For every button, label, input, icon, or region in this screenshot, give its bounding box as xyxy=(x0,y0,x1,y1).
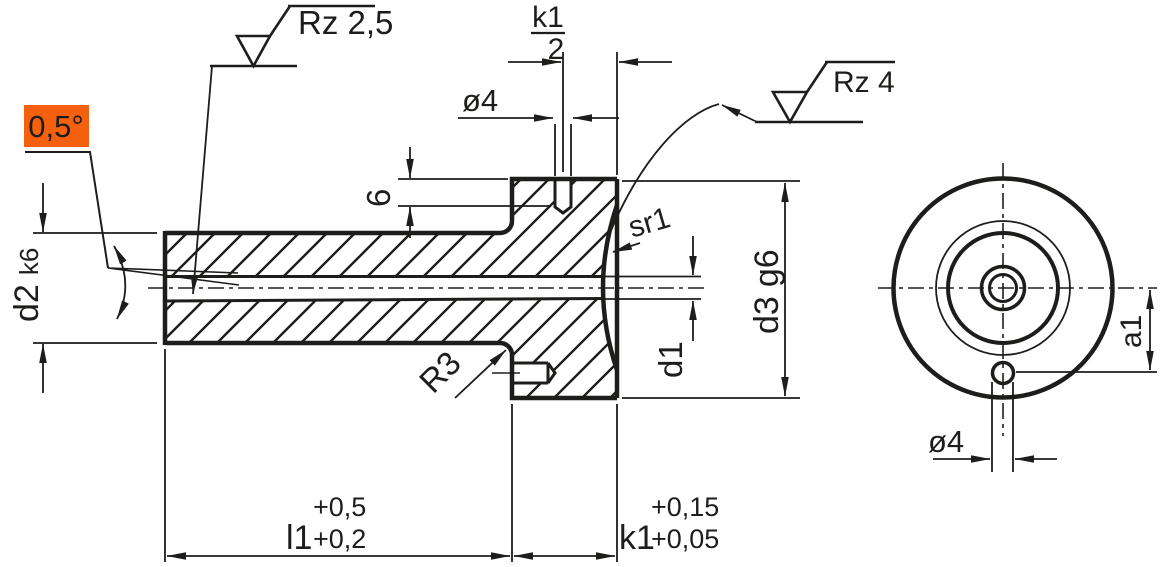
symbol-flag xyxy=(805,60,895,93)
k1-tol-upper: +0,15 xyxy=(651,492,719,522)
a1-label: a1 xyxy=(1115,315,1148,348)
dim-dia4-right xyxy=(933,382,1057,472)
k1half-extension-lines xyxy=(562,52,618,175)
d3-extension-lines xyxy=(622,180,800,399)
r3-label: R3 xyxy=(412,344,468,400)
rz4-leader-arrow xyxy=(721,104,758,123)
upper-contour xyxy=(165,176,617,236)
surface-symbol-rz25 xyxy=(190,4,375,295)
angle-leader xyxy=(25,151,109,269)
k1half-numerator: k1 xyxy=(532,1,564,34)
sr1-label: sr1 xyxy=(625,201,674,244)
rz4-label: Rz 4 xyxy=(833,66,895,99)
dia4-top-label: ø4 xyxy=(462,83,498,118)
axial-hole-outline xyxy=(512,361,557,385)
end-view: a1 ø4 xyxy=(878,163,1157,472)
k1half-denominator: 2 xyxy=(548,33,565,66)
d1-extension-lines xyxy=(603,275,701,300)
l1-label: l1 xyxy=(286,519,312,557)
roughness-triangle-icon xyxy=(234,34,273,69)
dim-a1 xyxy=(1016,289,1157,373)
depth6-extension-lines xyxy=(398,178,551,207)
section-view: Rz 2,5 Rz 4 0,5° d2k6 xyxy=(8,1,895,562)
rz25-leader-arrow xyxy=(190,65,213,295)
d3-label: d3g6 xyxy=(748,249,786,334)
roughness-triangle-icon xyxy=(770,90,810,125)
k1-label: k1 xyxy=(619,519,655,557)
dia4-right-extension-lines xyxy=(991,382,1014,472)
dia4-extension-lines xyxy=(554,124,572,176)
bore-bottom-line xyxy=(164,297,604,303)
angle-reference-lines xyxy=(107,267,240,286)
angle-arc-arrow xyxy=(113,245,129,320)
angle-callout[interactable]: 0,5° xyxy=(24,105,240,320)
part-outline xyxy=(162,176,620,401)
d1-label: d1 xyxy=(652,341,689,378)
surface-symbol-rz4 xyxy=(606,60,895,241)
length-extension-lines xyxy=(164,349,618,562)
symbol-flag xyxy=(268,4,375,37)
dim-dia4-top xyxy=(458,114,619,176)
dia4-right-label: ø4 xyxy=(928,424,964,459)
rz4-leader-curve xyxy=(606,103,720,241)
section-hatching xyxy=(165,179,617,398)
dim-depth6 xyxy=(398,147,551,238)
angle-value: 0,5° xyxy=(28,109,84,144)
dim-k1-half xyxy=(508,31,672,175)
lower-contour xyxy=(165,340,617,401)
l1-tol-upper: +0,5 xyxy=(313,492,366,522)
dim-d1 xyxy=(603,236,701,341)
rz25-label: Rz 2,5 xyxy=(298,4,393,41)
dim-d3 xyxy=(622,180,800,399)
angle-highlight-box[interactable] xyxy=(24,105,89,147)
l1-tol-lower: +0,2 xyxy=(313,524,366,554)
d2-label: d2k6 xyxy=(8,248,46,322)
sr1-leader-arrow xyxy=(612,242,641,253)
depth6-label: 6 xyxy=(360,189,397,207)
k1-tol-lower: +0,05 xyxy=(651,524,719,554)
dim-l1 xyxy=(164,349,618,562)
dim-d2 xyxy=(33,183,157,393)
d2-extension-lines xyxy=(33,232,157,344)
r3-leader-arrow xyxy=(454,349,507,399)
radial-hole-outline xyxy=(553,179,573,215)
